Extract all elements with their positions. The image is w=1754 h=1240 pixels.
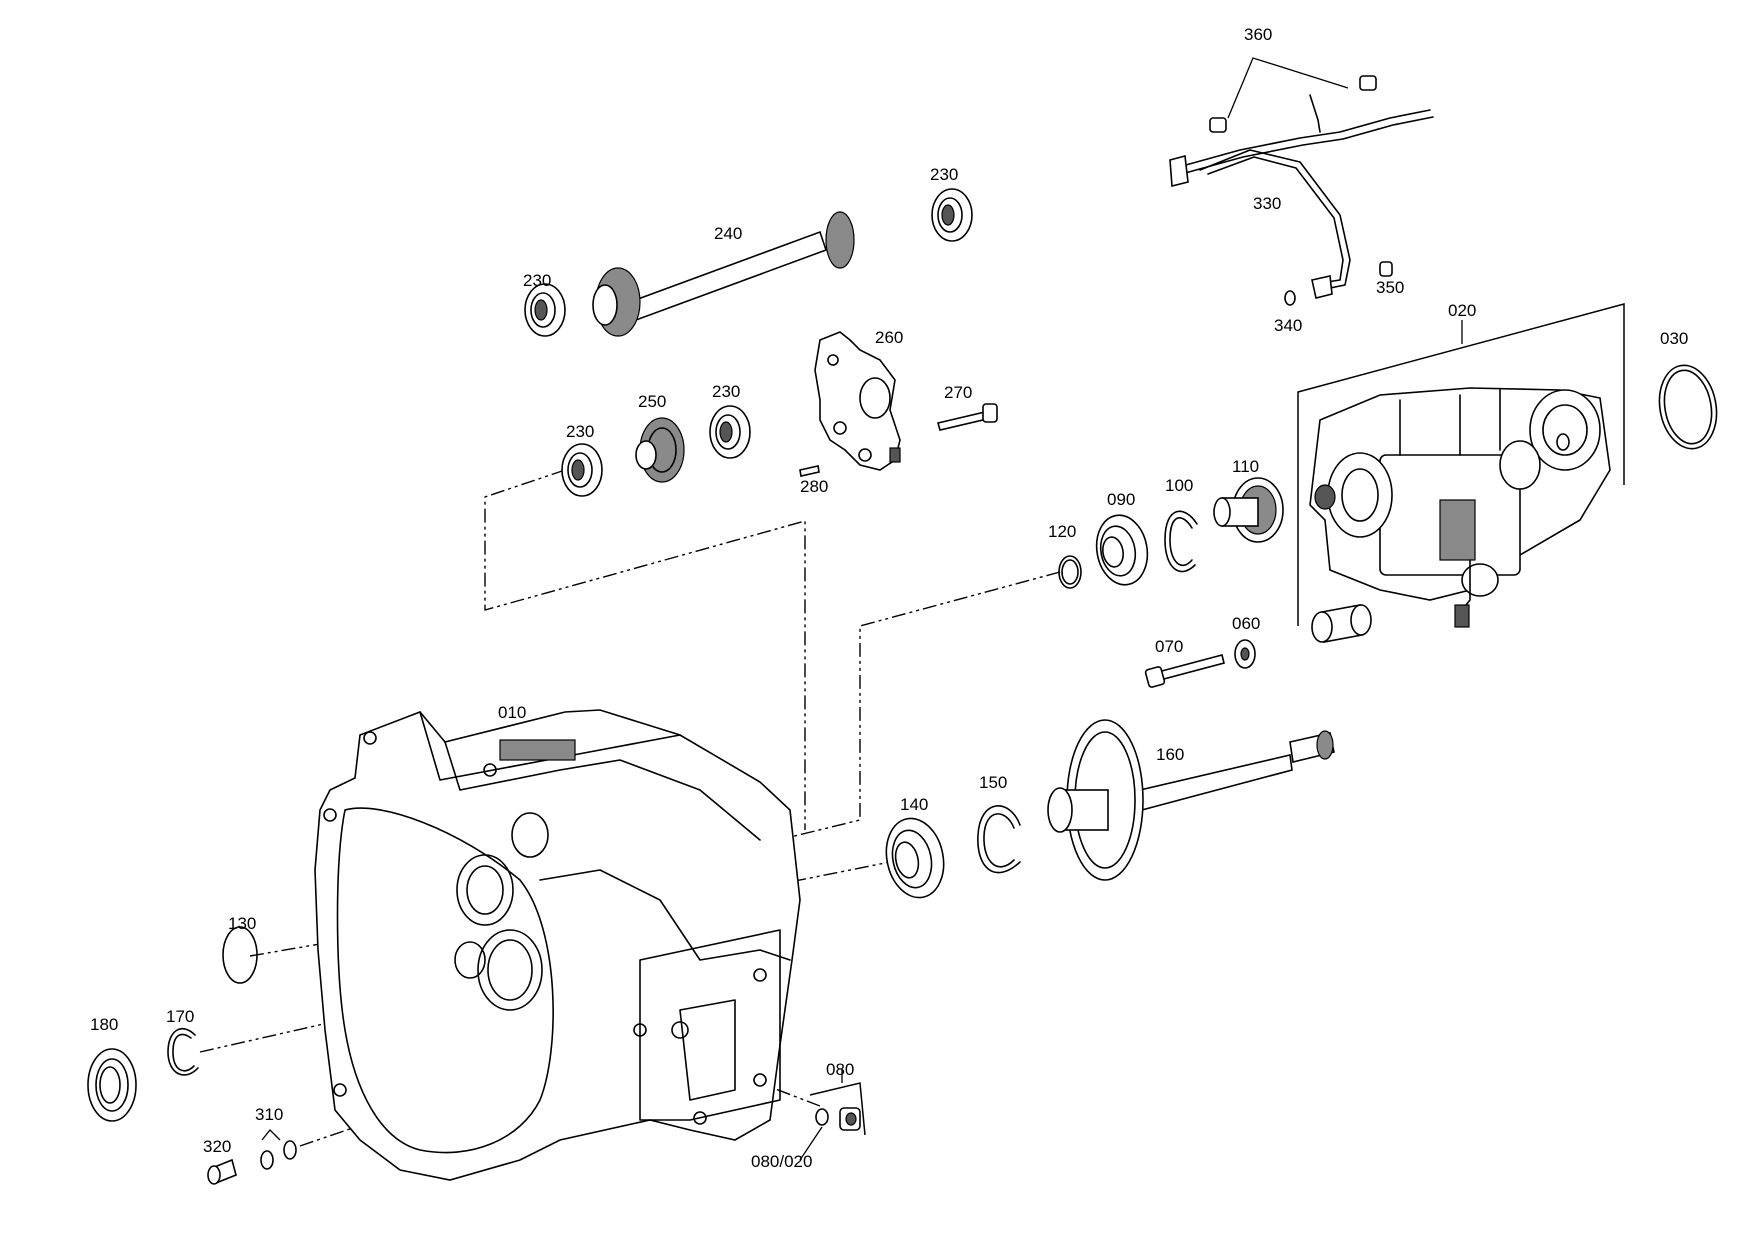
callout-060: 060 bbox=[1232, 614, 1260, 633]
shaft-gear-160 bbox=[1047, 719, 1335, 881]
callout-360: 360 bbox=[1244, 25, 1272, 44]
callout-labels: 010 020 030 060 070 080 080/020 090 100 … bbox=[90, 25, 1688, 1171]
o-ring-030 bbox=[1658, 364, 1718, 450]
circlip-150 bbox=[977, 805, 1021, 874]
callout-250: 250 bbox=[638, 392, 666, 411]
callout-020: 020 bbox=[1448, 301, 1476, 320]
seal-180 bbox=[87, 1048, 137, 1122]
callout-230-a: 230 bbox=[523, 271, 551, 290]
bearing-230-c bbox=[709, 405, 751, 459]
callout-230-c: 230 bbox=[712, 382, 740, 401]
center-line-ring-120 bbox=[769, 571, 1061, 843]
circlip-100 bbox=[1164, 510, 1198, 573]
callout-180: 180 bbox=[90, 1015, 118, 1034]
callout-140: 140 bbox=[900, 795, 928, 814]
bearing-230-a bbox=[524, 283, 566, 337]
callout-120: 120 bbox=[1048, 522, 1076, 541]
bracket-080 bbox=[809, 1082, 866, 1136]
center-line-ring-130 bbox=[249, 943, 321, 957]
callout-350: 350 bbox=[1376, 278, 1404, 297]
housing-bell-opening bbox=[336, 807, 554, 1154]
bracket-020 bbox=[1297, 303, 1625, 626]
housing-mounting-flange bbox=[639, 929, 781, 1121]
callout-230-d: 230 bbox=[566, 422, 594, 441]
callout-080: 080 bbox=[826, 1060, 854, 1079]
callout-260: 260 bbox=[875, 328, 903, 347]
washer-340 bbox=[1284, 290, 1296, 306]
plug-320 bbox=[207, 1158, 237, 1185]
housing-label-plate bbox=[499, 739, 576, 761]
bolt-070 bbox=[1144, 654, 1225, 688]
callout-070: 070 bbox=[1155, 637, 1183, 656]
pump-front-flange bbox=[1327, 452, 1393, 538]
center-line-bearing-230 bbox=[484, 469, 806, 830]
callout-100: 100 bbox=[1165, 476, 1193, 495]
callout-270: 270 bbox=[944, 383, 972, 402]
callout-280: 280 bbox=[800, 477, 828, 496]
pin-280 bbox=[799, 465, 820, 477]
callout-240: 240 bbox=[714, 224, 742, 243]
shaft-240 bbox=[592, 211, 855, 337]
leader-310 bbox=[261, 1129, 281, 1141]
bearing-230-b bbox=[931, 188, 973, 242]
o-ring-130 bbox=[222, 926, 258, 984]
callout-330: 330 bbox=[1253, 194, 1281, 213]
callout-320: 320 bbox=[203, 1137, 231, 1156]
gear-110 bbox=[1213, 477, 1284, 543]
leader-080-020 bbox=[799, 1126, 823, 1161]
callout-030: 030 bbox=[1660, 329, 1688, 348]
pump-connector bbox=[1439, 499, 1476, 561]
pipe-330 bbox=[1169, 94, 1434, 299]
callout-340: 340 bbox=[1274, 316, 1302, 335]
leader-360 bbox=[1227, 57, 1349, 119]
callout-150: 150 bbox=[979, 773, 1007, 792]
center-line-bearing-140 bbox=[789, 859, 901, 883]
gear-250 bbox=[635, 417, 685, 483]
bearing-140 bbox=[885, 817, 945, 899]
housing-010 bbox=[314, 709, 801, 1181]
bracket-260 bbox=[814, 331, 901, 471]
callout-090: 090 bbox=[1107, 490, 1135, 509]
callout-110: 110 bbox=[1232, 457, 1259, 476]
callout-230-b: 230 bbox=[930, 165, 958, 184]
pump-solenoid bbox=[1529, 389, 1601, 471]
callout-130: 130 bbox=[228, 914, 256, 933]
bolt-270 bbox=[937, 403, 998, 431]
o-rings-310 bbox=[260, 1140, 297, 1170]
callout-080-020: 080/020 bbox=[751, 1152, 812, 1171]
pump-assembly-020 bbox=[1309, 387, 1611, 643]
callout-170: 170 bbox=[166, 1007, 194, 1026]
callout-010: 010 bbox=[498, 703, 526, 722]
ring-120 bbox=[1058, 555, 1082, 589]
plug-080 bbox=[815, 1107, 861, 1131]
bearing-230-d bbox=[561, 443, 603, 497]
bearing-090 bbox=[1095, 514, 1149, 586]
washer-060 bbox=[1234, 639, 1256, 669]
circlip-170 bbox=[167, 1028, 199, 1076]
bolt-350 bbox=[1379, 261, 1393, 277]
bolts-360 bbox=[1209, 75, 1377, 133]
callout-310: 310 bbox=[255, 1105, 283, 1124]
callout-160: 160 bbox=[1156, 745, 1184, 764]
